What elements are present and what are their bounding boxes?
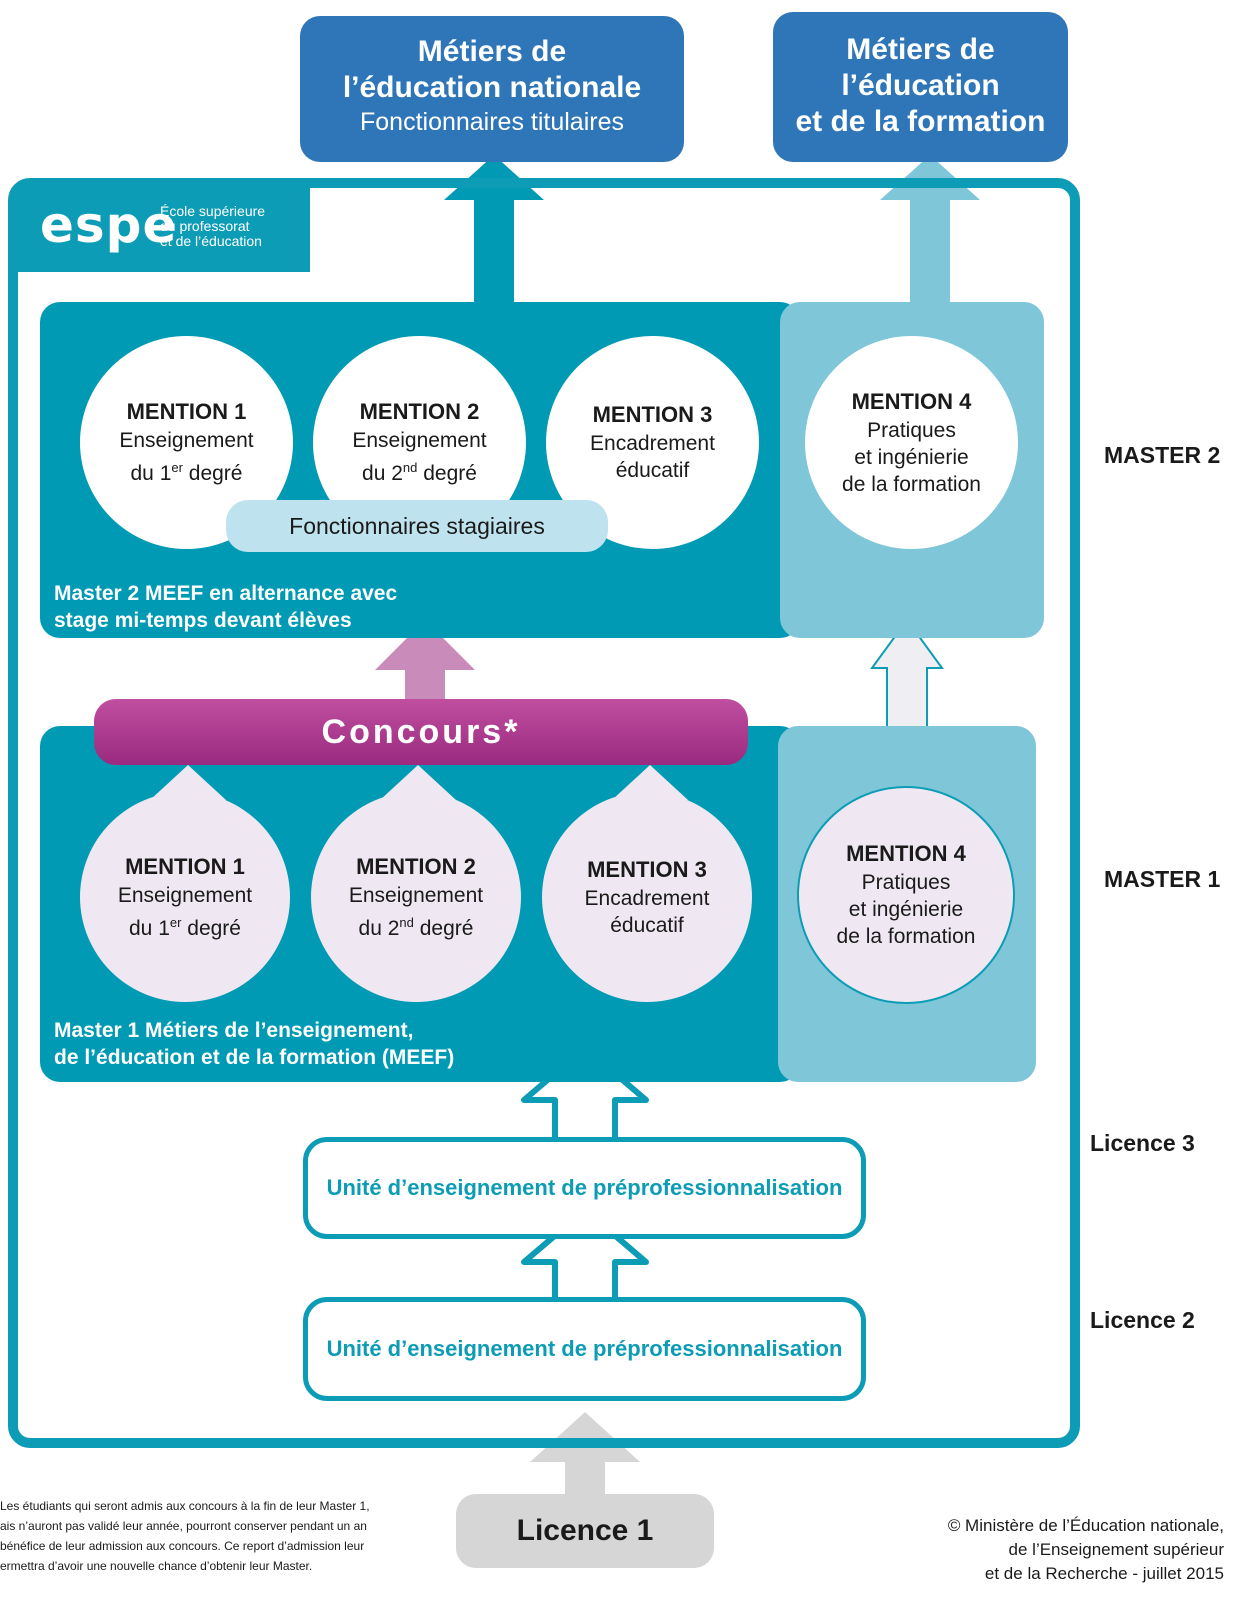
m2-mention-4: MENTION 4 Pratiques et ingénierie de la … xyxy=(805,336,1018,549)
arrow-concours-to-m2 xyxy=(375,620,475,710)
m1-mention-1: MENTION 1 Enseignement du 1er degré xyxy=(80,792,290,1002)
mention-line: Enseignement xyxy=(117,883,253,907)
ue-licence2: Unité d’enseignement de préprofessionnal… xyxy=(303,1297,866,1401)
espe-line: du professorat xyxy=(160,218,250,234)
espe-logo: espe xyxy=(40,196,178,254)
footnote-line: ermettra d’avoir une nouvelle chance d’o… xyxy=(0,1559,313,1573)
pointer-m2 xyxy=(380,765,456,800)
box-line: l’éducation nationale xyxy=(342,71,642,104)
copyright: © Ministère de l’Éducation nationale, de… xyxy=(840,1514,1224,1586)
footnote-line: ais n’auront pas validé leur année, pour… xyxy=(0,1519,367,1533)
mention-line: Pratiques xyxy=(867,418,956,442)
box-metiers-education-nationale: Métiers de l’éducation nationale Fonctio… xyxy=(300,16,684,162)
mention-title: MENTION 3 xyxy=(592,402,713,427)
mention-line: éducatif xyxy=(615,459,690,482)
mention-title: MENTION 2 xyxy=(359,399,480,424)
arrow-l1-to-l2 xyxy=(530,1412,640,1500)
master1-caption: Master 1 Métiers de l’enseignement, de l… xyxy=(54,1017,454,1071)
m1-mention-2: MENTION 2 Enseignement du 2nd degré xyxy=(311,792,521,1002)
level-licence3: Licence 3 xyxy=(1090,1130,1195,1156)
copyright-line: et de la Recherche - juillet 2015 xyxy=(984,1564,1224,1583)
m2-mention-1: MENTION 1 Enseignement du 1er degré xyxy=(80,336,293,549)
mention-line: et ingénierie xyxy=(854,445,969,469)
licence1-box: Licence 1 xyxy=(456,1494,714,1568)
espe-frame xyxy=(8,178,1080,1448)
caption-line: Master 2 MEEF en alternance avec xyxy=(54,582,398,605)
mention-line: Enseignement xyxy=(119,429,254,452)
footnote: Les étudiants qui seront admis aux conco… xyxy=(0,1496,400,1576)
box-line: Métiers de xyxy=(417,35,567,68)
m1-mention-4: MENTION 4 Pratiques et ingénierie de la … xyxy=(797,786,1015,1004)
espe-line: et de l’éducation xyxy=(160,233,262,249)
mention-title: MENTION 4 xyxy=(846,841,966,866)
arrow-to-titulaires xyxy=(444,155,544,310)
box-metiers-education-formation: Métiers de l’éducation et de la formatio… xyxy=(773,12,1068,162)
pointer-m1 xyxy=(150,765,226,800)
m1-mention-3: MENTION 3 Encadrement éducatif xyxy=(542,792,752,1002)
box-subtitle: Fonctionnaires titulaires xyxy=(359,108,624,136)
mention-line: Enseignement xyxy=(352,429,487,452)
mention-line: du 2nd degré xyxy=(358,914,474,940)
espe-fullname: École supérieure du professorat et de l’… xyxy=(160,204,265,249)
arrow-to-formation xyxy=(880,155,980,310)
mention-line: et ingénierie xyxy=(848,898,964,921)
mention-line: de la formation xyxy=(836,925,976,948)
ue-licence3: Unité d’enseignement de préprofessionnal… xyxy=(303,1137,866,1239)
espe-line: École supérieure xyxy=(160,203,266,219)
mention-line: Encadrement xyxy=(590,432,715,455)
mention-title: MENTION 1 xyxy=(126,399,247,424)
fonctionnaires-stagiaires-label: Fonctionnaires stagiaires xyxy=(226,500,608,552)
mention-line: éducatif xyxy=(610,913,684,937)
mention-line: du 2nd degré xyxy=(362,460,477,485)
level-master2: MASTER 2 xyxy=(1104,442,1221,468)
mention-title: MENTION 3 xyxy=(587,856,707,882)
mention-line: Enseignement xyxy=(348,883,484,907)
pointer-m3 xyxy=(612,765,688,800)
box-line: Métiers de l’éducation xyxy=(841,33,1000,102)
box-line: et de la formation xyxy=(795,105,1046,138)
copyright-line: © Ministère de l’Éducation nationale, xyxy=(947,1516,1224,1535)
caption-line: de l’éducation et de la formation (MEEF) xyxy=(54,1046,455,1069)
mention-line: du 1er degré xyxy=(130,460,243,485)
footnote-line: Les étudiants qui seront admis aux conco… xyxy=(0,1499,370,1513)
mention-title: MENTION 1 xyxy=(125,853,245,879)
copyright-line: de l’Enseignement supérieur xyxy=(1008,1540,1224,1559)
mention-line: Pratiques xyxy=(861,871,951,894)
mention-line: de la formation xyxy=(842,472,981,496)
master2-caption: Master 2 MEEF en alternance avec stage m… xyxy=(54,580,397,634)
caption-line: Master 1 Métiers de l’enseignement, xyxy=(54,1019,414,1042)
mention-title: MENTION 2 xyxy=(356,853,476,879)
espe-logo-block: espe École supérieure du professorat et … xyxy=(18,188,310,272)
level-master1: MASTER 1 xyxy=(1104,866,1221,892)
caption-line: stage mi-temps devant élèves xyxy=(54,609,352,632)
mention-title: MENTION 4 xyxy=(851,388,972,414)
level-licence2: Licence 2 xyxy=(1090,1307,1195,1333)
mention-line: du 1er degré xyxy=(129,914,241,940)
mention-line: Encadrement xyxy=(584,886,710,910)
footnote-line: bénéfice de leur admission aux concours.… xyxy=(0,1539,365,1553)
concours-bar: Concours* xyxy=(94,699,748,765)
